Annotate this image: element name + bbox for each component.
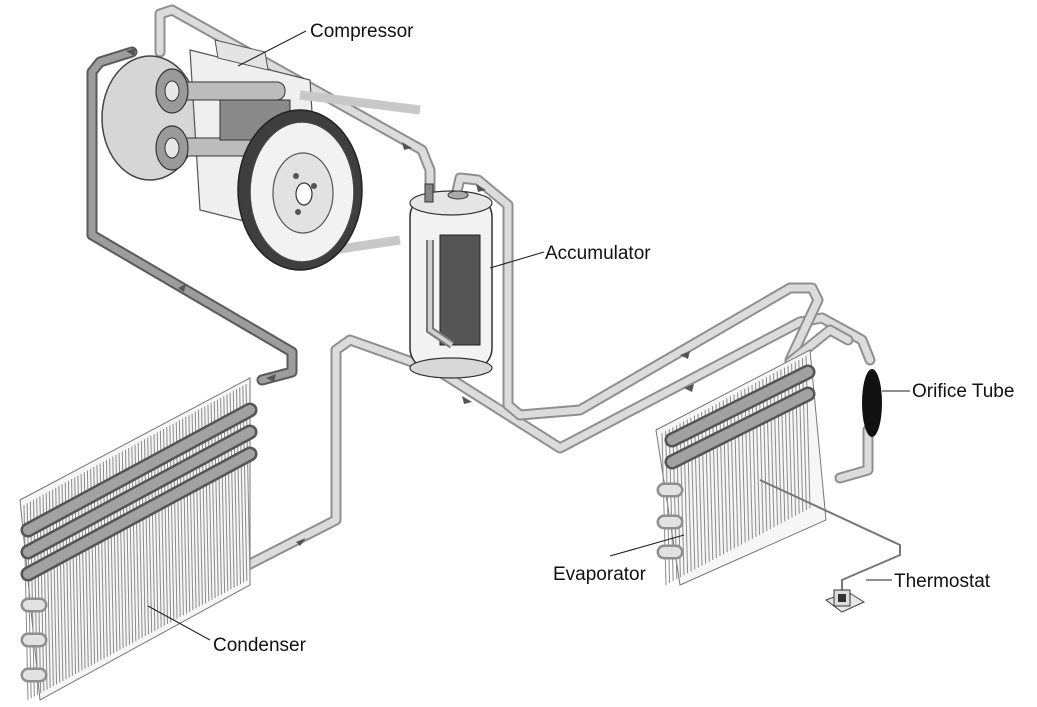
fin-line	[744, 388, 750, 541]
flow-arrow-icon	[126, 48, 136, 56]
fin-line	[755, 382, 761, 535]
flow-arrow-icon	[680, 351, 690, 359]
fin-line	[708, 407, 714, 560]
fin-line	[762, 379, 768, 532]
label-thermostat: Thermostat	[894, 571, 991, 592]
accumulator-icon	[409, 183, 493, 379]
flow-arrow-icon	[476, 184, 486, 192]
fin-line	[787, 365, 793, 518]
fin-line	[740, 390, 746, 543]
flow-arrow-icon	[296, 538, 306, 546]
fin-line	[690, 417, 696, 570]
fin-line	[773, 373, 779, 526]
flow-arrow-icon	[178, 284, 186, 292]
label-orifice-tube: Orifice Tube	[912, 381, 1014, 402]
label-compressor: Compressor	[310, 21, 414, 42]
flow-arrow-icon	[462, 396, 472, 404]
refrigerant-lines	[86, 4, 876, 571]
fin-line	[801, 357, 807, 510]
fin-line	[679, 423, 685, 576]
fin-line	[776, 371, 782, 524]
fin-line	[701, 411, 707, 564]
labels: Compressor Accumulator Orifice Tube Evap…	[147, 21, 1014, 656]
fin-line	[686, 419, 692, 572]
fin-line	[719, 402, 725, 555]
fin-line	[683, 421, 689, 574]
fin-line	[711, 406, 717, 559]
fin-line	[737, 392, 743, 545]
fin-line	[722, 400, 728, 553]
flow-arrow-icon	[684, 384, 694, 392]
fin-line	[693, 415, 699, 568]
fin-line	[798, 359, 804, 512]
flow-arrow-icon	[402, 142, 412, 150]
fin-line	[780, 369, 786, 522]
label-evaporator: Evaporator	[553, 564, 647, 585]
fin-line	[783, 367, 789, 520]
fin-line	[791, 363, 797, 516]
condenser-icon	[19, 377, 258, 701]
orifice-tube-icon	[862, 369, 882, 437]
fin-line	[661, 432, 667, 586]
evaporator-icon	[655, 349, 827, 586]
compressor-icon	[101, 39, 421, 271]
flow-arrows	[126, 48, 694, 546]
fin-line	[747, 386, 753, 539]
fin-line	[704, 409, 710, 562]
fin-line	[697, 413, 703, 566]
thermostat-icon	[759, 479, 901, 613]
fin-line	[733, 394, 739, 547]
fin-line	[769, 375, 775, 528]
fin-line	[726, 398, 732, 551]
fin-line	[729, 396, 735, 549]
fin-line	[805, 355, 811, 509]
fin-line	[715, 404, 721, 557]
label-accumulator: Accumulator	[545, 243, 651, 264]
fin-line	[758, 381, 764, 534]
flow-arrow-icon	[266, 374, 276, 382]
fin-line	[794, 361, 800, 514]
fin-line	[751, 384, 757, 537]
label-condenser: Condenser	[213, 635, 307, 656]
fin-line	[765, 377, 771, 530]
